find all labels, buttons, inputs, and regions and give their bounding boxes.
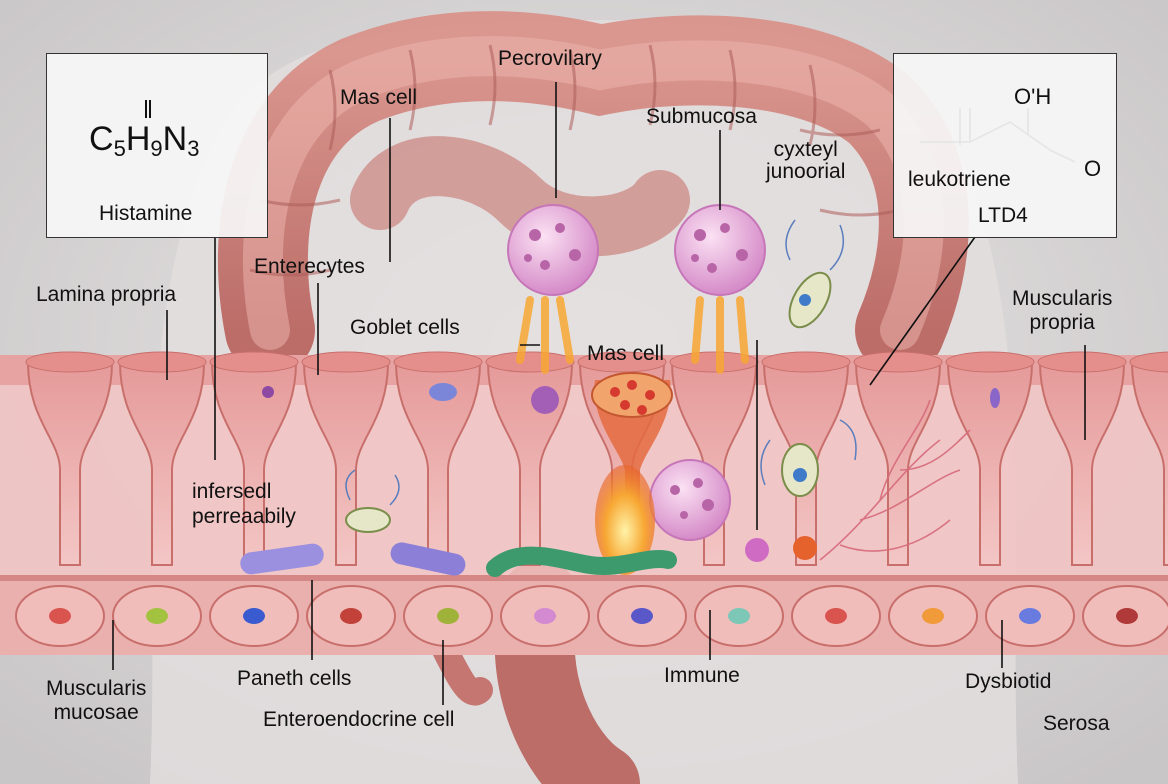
submucosa-cell bbox=[888, 585, 978, 647]
villus bbox=[853, 351, 943, 566]
label-submucosa: Submucosa bbox=[646, 105, 757, 128]
mast-cell-lower bbox=[649, 459, 731, 541]
label-serosa: Serosa bbox=[1043, 712, 1110, 735]
double-bond-mark bbox=[145, 100, 151, 118]
submucosa-cell bbox=[112, 585, 202, 647]
villi-row bbox=[25, 351, 1168, 566]
label-immune: Immune bbox=[664, 664, 740, 687]
submucosa-cell bbox=[985, 585, 1075, 647]
label-cyxteyl-junoorial: cyxteyl junoorial bbox=[766, 138, 846, 184]
blood-vessels bbox=[819, 399, 971, 561]
villus bbox=[117, 351, 207, 566]
leukotriene-box: OʹH O leukotriene LTD4 bbox=[893, 53, 1117, 238]
villus bbox=[485, 351, 575, 566]
villus bbox=[1129, 351, 1168, 566]
inflamed-crypt bbox=[591, 372, 673, 575]
mast-cell-left bbox=[507, 204, 599, 374]
label-dysbiotic: Dysbiotid bbox=[965, 670, 1052, 693]
submucosa-cell bbox=[597, 585, 687, 647]
histamine-name: Histamine bbox=[99, 202, 193, 225]
ltd4-name: LTD4 bbox=[978, 204, 1028, 227]
histamine-formula: C5H9N3 bbox=[89, 120, 200, 161]
oxygen-label: O bbox=[1084, 156, 1102, 181]
mast-cell-right bbox=[674, 204, 766, 374]
label-paneth-cells: Paneth cells bbox=[237, 667, 352, 690]
leukotriene-name: leukotriene bbox=[908, 168, 1011, 191]
submucosa-cell bbox=[500, 585, 590, 647]
submucosa-cell bbox=[209, 585, 299, 647]
dendritic-cells bbox=[345, 219, 857, 533]
label-percovilary: Pecrovilary bbox=[498, 47, 602, 70]
villus bbox=[25, 351, 115, 566]
villus bbox=[209, 351, 299, 566]
bacteria bbox=[240, 383, 1000, 577]
villus bbox=[1037, 351, 1127, 566]
lower-cell-row bbox=[15, 585, 1168, 647]
label-mas-cell-top: Mas cell bbox=[340, 86, 418, 109]
submucosa-cell bbox=[15, 585, 105, 647]
label-muscularis-mucosae: Muscularis mucosae bbox=[46, 677, 147, 725]
label-infersedl-perreaabily: infersedl perreaabily bbox=[192, 480, 296, 529]
leader-lines bbox=[112, 82, 1086, 705]
label-lamina-propria: Lamina propria bbox=[36, 283, 177, 306]
hydroxyl-label: OʹH bbox=[1014, 84, 1052, 109]
label-goblet-cells: Goblet cells bbox=[350, 316, 460, 339]
histamine-box: C5H9N3 Histamine bbox=[46, 53, 268, 238]
villus bbox=[301, 351, 391, 566]
label-mas-cell-mid: Mas cell bbox=[587, 342, 665, 365]
villus bbox=[945, 351, 1035, 566]
submucosa-cell bbox=[694, 585, 784, 647]
label-muscularis-propria: Muscularis propria bbox=[1012, 287, 1113, 335]
submucosa-cell bbox=[1082, 585, 1168, 647]
label-enterecytes: Enterecytes bbox=[254, 255, 365, 278]
submucosa-cell bbox=[791, 585, 881, 647]
label-enteroendocrine-cell: Enteroendocrine cell bbox=[263, 708, 455, 731]
submucosa-cell bbox=[403, 585, 493, 647]
submucosa-cell bbox=[306, 585, 396, 647]
